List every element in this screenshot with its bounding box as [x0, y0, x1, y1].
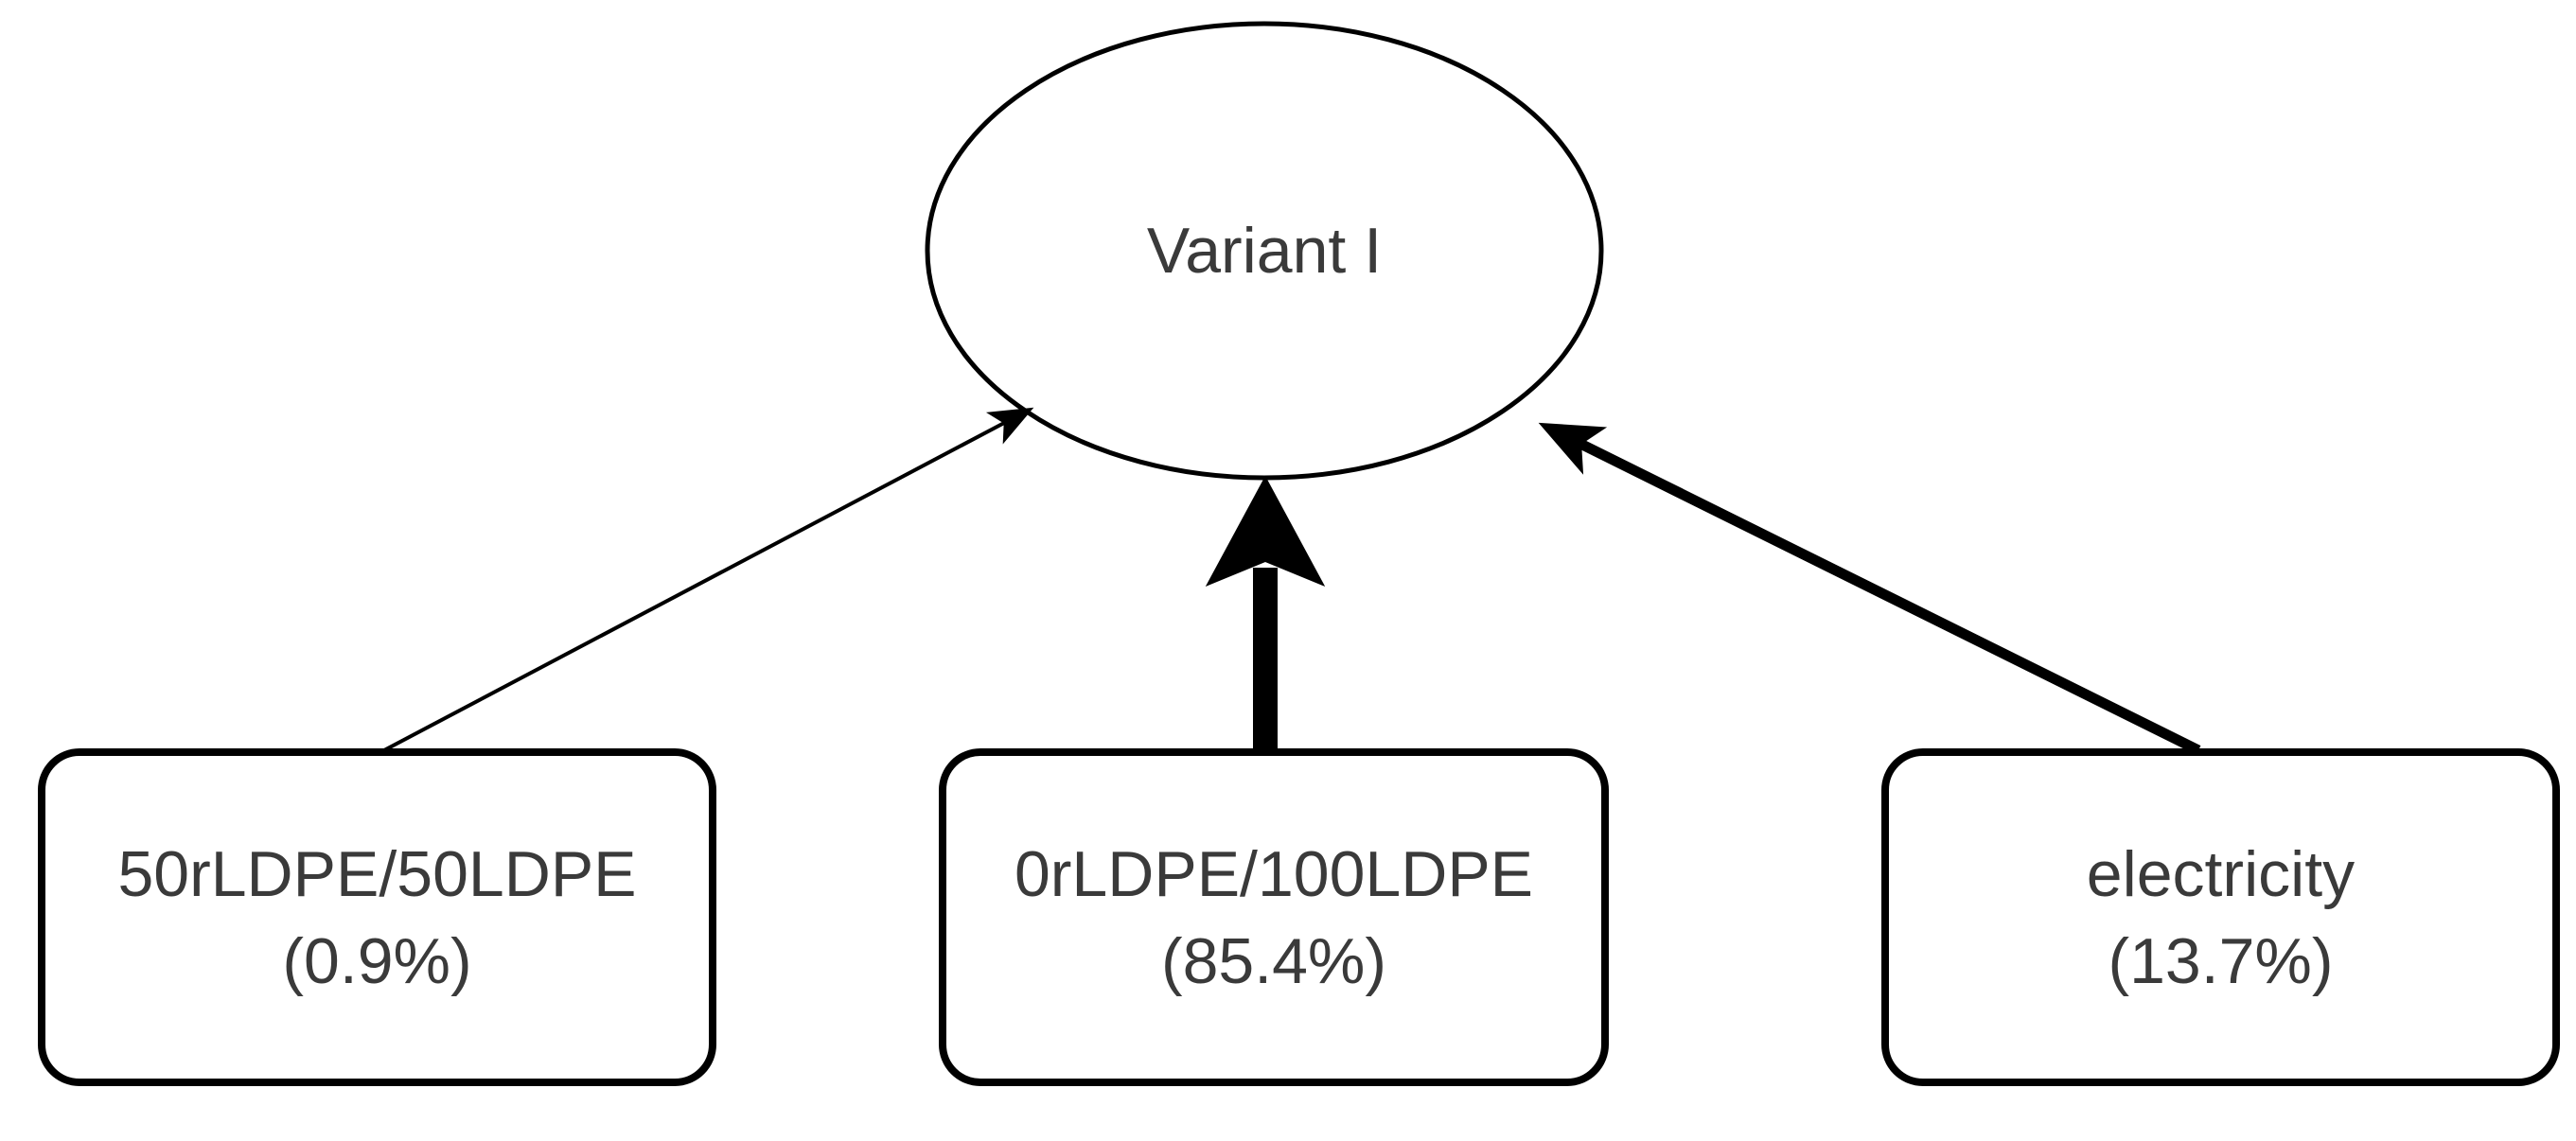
arrow-thick-0rLDPE — [1205, 475, 1326, 750]
node-share: (13.7%) — [2108, 924, 2334, 997]
node-box-50rLDPE-50LDPE: 50rLDPE/50LDPE (0.9%) — [38, 748, 716, 1086]
node-box-electricity: electricity (13.7%) — [1881, 748, 2560, 1086]
node-label: electricity — [2086, 837, 2355, 910]
variant-node-label-wrap: Variant I — [927, 24, 1601, 478]
node-share: (85.4%) — [1160, 924, 1387, 997]
node-label: 0rLDPE/100LDPE — [1014, 837, 1534, 910]
arrow-medium-electricity — [1538, 422, 2201, 755]
arrow-thin-50rLDPE — [383, 407, 1034, 752]
node-label: 50rLDPE/50LDPE — [117, 837, 637, 910]
node-share: (0.9%) — [282, 924, 472, 997]
node-box-0rLDPE-100LDPE: 0rLDPE/100LDPE (85.4%) — [939, 748, 1609, 1086]
variant-node-label: Variant I — [1146, 215, 1383, 287]
